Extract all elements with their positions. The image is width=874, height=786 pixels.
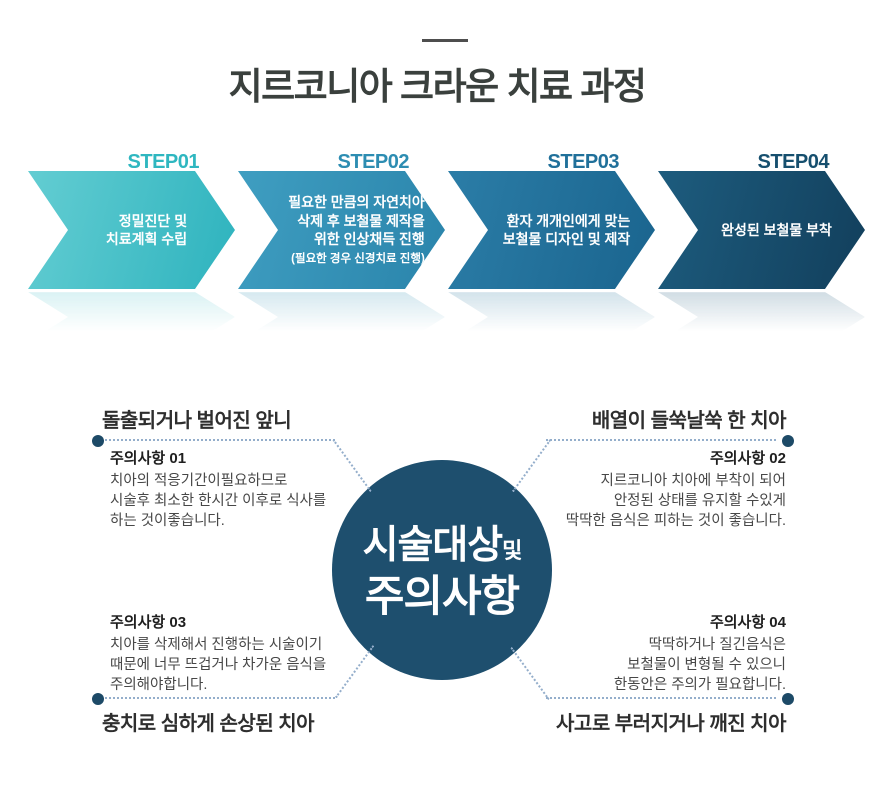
connector-line-bottom-right <box>546 697 776 699</box>
step-3-arrow: 환자 개개인에게 맞는 보철물 디자인 및 제작 <box>448 171 655 289</box>
step-4-label: STEP04 <box>757 151 830 173</box>
center-circle-line2: 주의사항 <box>364 572 520 621</box>
note-heading-top-left: 돌출되거나 벌어진 앞니 <box>102 410 292 432</box>
note-text-line: 주의해야합니다. <box>110 677 208 693</box>
center-circle-suffix-text: 및 <box>502 537 522 563</box>
note-text-line: 치아를 삭제해서 진행하는 시술이기 <box>110 637 323 653</box>
connector-line-bottom-left <box>105 697 335 699</box>
step-3: STEP03 환자 개개인에게 맞는 보철물 디자인 및 제작 <box>448 151 655 289</box>
treatment-steps: STEP01 정밀진단 및 치료계획 수립 STEP02 필요한 만큼의 자연치… <box>28 151 865 289</box>
note-block-bottom-right: 주의사항 04 딱딱하거나 질긴음식은 보철물이 변형될 수 있으니 한동안은 … <box>496 611 786 695</box>
step-text-line: 정밀진단 및 <box>118 212 188 229</box>
note-text-line: 치아의 적응기간이필요하므로 <box>110 473 288 489</box>
step-text-line: 완성된 보철물 부착 <box>721 221 832 238</box>
step-text-line: 삭제 후 보철물 제작을 <box>297 212 425 229</box>
note-text-line: 안정된 상태를 유지할 수있게 <box>613 493 786 509</box>
step-text-line: 위한 인상채득 진행 <box>313 231 425 248</box>
step-2-text: 필요한 만큼의 자연치아 삭제 후 보철물 제작을 위한 인상채득 진행 (필요… <box>258 193 425 267</box>
step-4: STEP04 완성된 보철물 부착 <box>658 151 865 289</box>
note-block-top-right: 주의사항 02 지르코니아 치아에 부착이 되어 안정된 상태를 유지할 수있게… <box>496 447 786 531</box>
step-1: STEP01 정밀진단 및 치료계획 수립 <box>28 151 235 289</box>
connector-dot-top-right <box>782 435 794 447</box>
step-4-reflection <box>658 292 865 342</box>
note-block-bottom-left: 주의사항 03 치아를 삭제해서 진행하는 시술이기 때문에 너무 뜨겁거나 차… <box>110 611 400 695</box>
step-2-arrow: 필요한 만큼의 자연치아 삭제 후 보철물 제작을 위한 인상채득 진행 (필요… <box>238 171 445 289</box>
step-1-label: STEP01 <box>127 151 200 173</box>
center-circle-main-text: 시술대상 <box>362 523 504 567</box>
note-text-line: 지르코니아 치아에 부착이 되어 <box>600 473 786 489</box>
center-circle: 시술대상및 주의사항 <box>332 460 552 680</box>
note-block-top-left: 주의사항 01 치아의 적응기간이필요하므로 시술후 최소한 한시간 이후로 식… <box>110 447 400 531</box>
step-4-arrow: 완성된 보철물 부착 <box>658 171 865 289</box>
note-text-line: 보철물이 변형될 수 있으니 <box>627 657 786 673</box>
step-text-line: 치료계획 수립 <box>105 231 188 247</box>
note-title: 주의사항 01 <box>110 450 187 467</box>
page-title: 지르코니아 크라운 치료 과정 <box>228 66 647 107</box>
connector-line-top-left <box>105 439 335 441</box>
note-text-line: 하는 것이좋습니다. <box>110 513 225 529</box>
step-text-line: 필요한 만큼의 자연치아 <box>288 194 425 211</box>
connector-dot-bottom-right <box>782 693 794 705</box>
note-heading-bottom-right: 사고로 부러지거나 깨진 치아 <box>556 713 786 735</box>
step-3-label: STEP03 <box>547 151 620 173</box>
note-text-line: 딱딱한 음식은 피하는 것이 좋습니다. <box>565 513 786 529</box>
note-title: 주의사항 04 <box>709 614 786 631</box>
title-divider <box>422 39 468 42</box>
step-text-line: 보철물 디자인 및 제작 <box>502 231 631 247</box>
step-2-reflection <box>238 292 445 342</box>
step-2-label: STEP02 <box>337 151 410 173</box>
step-text-line: 환자 개개인에게 맞는 <box>506 212 631 229</box>
step-4-text: 완성된 보철물 부착 <box>691 221 832 239</box>
note-title: 주의사항 02 <box>709 450 786 467</box>
step-1-reflection <box>28 292 235 342</box>
note-text-line: 딱딱하거나 질긴음식은 <box>648 637 786 653</box>
note-text-line: 시술후 최소한 한시간 이후로 식사를 <box>110 493 327 509</box>
connector-line-top-right <box>546 439 776 441</box>
connector-dot-bottom-left <box>92 693 104 705</box>
center-circle-line1: 시술대상및 <box>362 522 523 571</box>
step-1-text: 정밀진단 및 치료계획 수립 <box>76 212 187 249</box>
step-3-reflection <box>448 292 655 342</box>
note-text-line: 때문에 너무 뜨겁거나 차가운 음식을 <box>110 657 327 673</box>
note-heading-bottom-left: 충치로 심하게 손상된 치아 <box>102 713 315 735</box>
step-2-note: (필요한 경우 신경치료 진행) <box>291 252 425 265</box>
note-title: 주의사항 03 <box>110 614 187 631</box>
step-1-arrow: 정밀진단 및 치료계획 수립 <box>28 171 235 289</box>
connector-dot-top-left <box>92 435 104 447</box>
step-3-text: 환자 개개인에게 맞는 보철물 디자인 및 제작 <box>473 212 631 249</box>
step-2: STEP02 필요한 만큼의 자연치아 삭제 후 보철물 제작을 위한 인상채득… <box>238 151 445 289</box>
note-text-line: 한동안은 주의가 필요합니다. <box>613 677 786 693</box>
note-heading-top-right: 배열이 들쑥날쑥 한 치아 <box>591 410 787 432</box>
